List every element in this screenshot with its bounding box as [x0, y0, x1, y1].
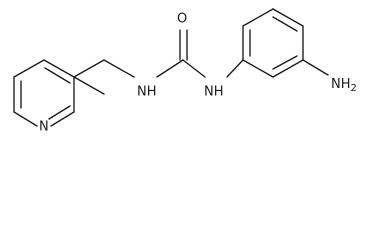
- bond-ring-pyridine-2: [43, 59, 75, 78]
- chemical-structure: O NH NH N NH2: [13, 8, 357, 135]
- bond-ring-benzene-6: [242, 59, 274, 78]
- bond-ring-benzene-3-inner: [272, 16, 298, 32]
- amine-subscript: 2: [351, 83, 357, 94]
- bond-ring-benzene-5-inner: [272, 55, 298, 70]
- bond-nh-to-carbonyl: [156, 59, 184, 78]
- oxygen-label: O: [177, 12, 187, 27]
- bond-ring-pyridine-1: [73, 76, 105, 95]
- bond-ring-benzene-5: [272, 59, 304, 78]
- bond-ring-to-ch2: [73, 59, 105, 78]
- bond-ring-pyridine-5: [13, 111, 38, 127]
- bond-ring-pyridine-2-inner: [44, 67, 71, 84]
- bond-carbonyl-to-nh: [182, 59, 206, 78]
- amine-nh-text: NH: [331, 77, 351, 92]
- bond-ring-pyridine-6-inner: [48, 105, 71, 120]
- bond-ring-pyridine-6: [50, 111, 75, 127]
- pyridine-nitrogen-label: N: [39, 120, 49, 135]
- nh-right-label: NH: [204, 85, 224, 100]
- bonds: [13, 8, 329, 127]
- bond-ring-benzene-2: [242, 8, 274, 27]
- nh-left-label: NH: [137, 85, 157, 100]
- bond-ring-to-amine: [302, 59, 329, 76]
- amine-label: NH2: [331, 77, 357, 94]
- bond-ch2-to-nh: [103, 59, 135, 78]
- bond-nh-to-ring: [226, 59, 244, 78]
- bond-ring-pyridine-3: [13, 59, 45, 78]
- bond-ring-benzene-3: [272, 8, 304, 27]
- atom-labels: O NH NH N NH2: [39, 12, 357, 135]
